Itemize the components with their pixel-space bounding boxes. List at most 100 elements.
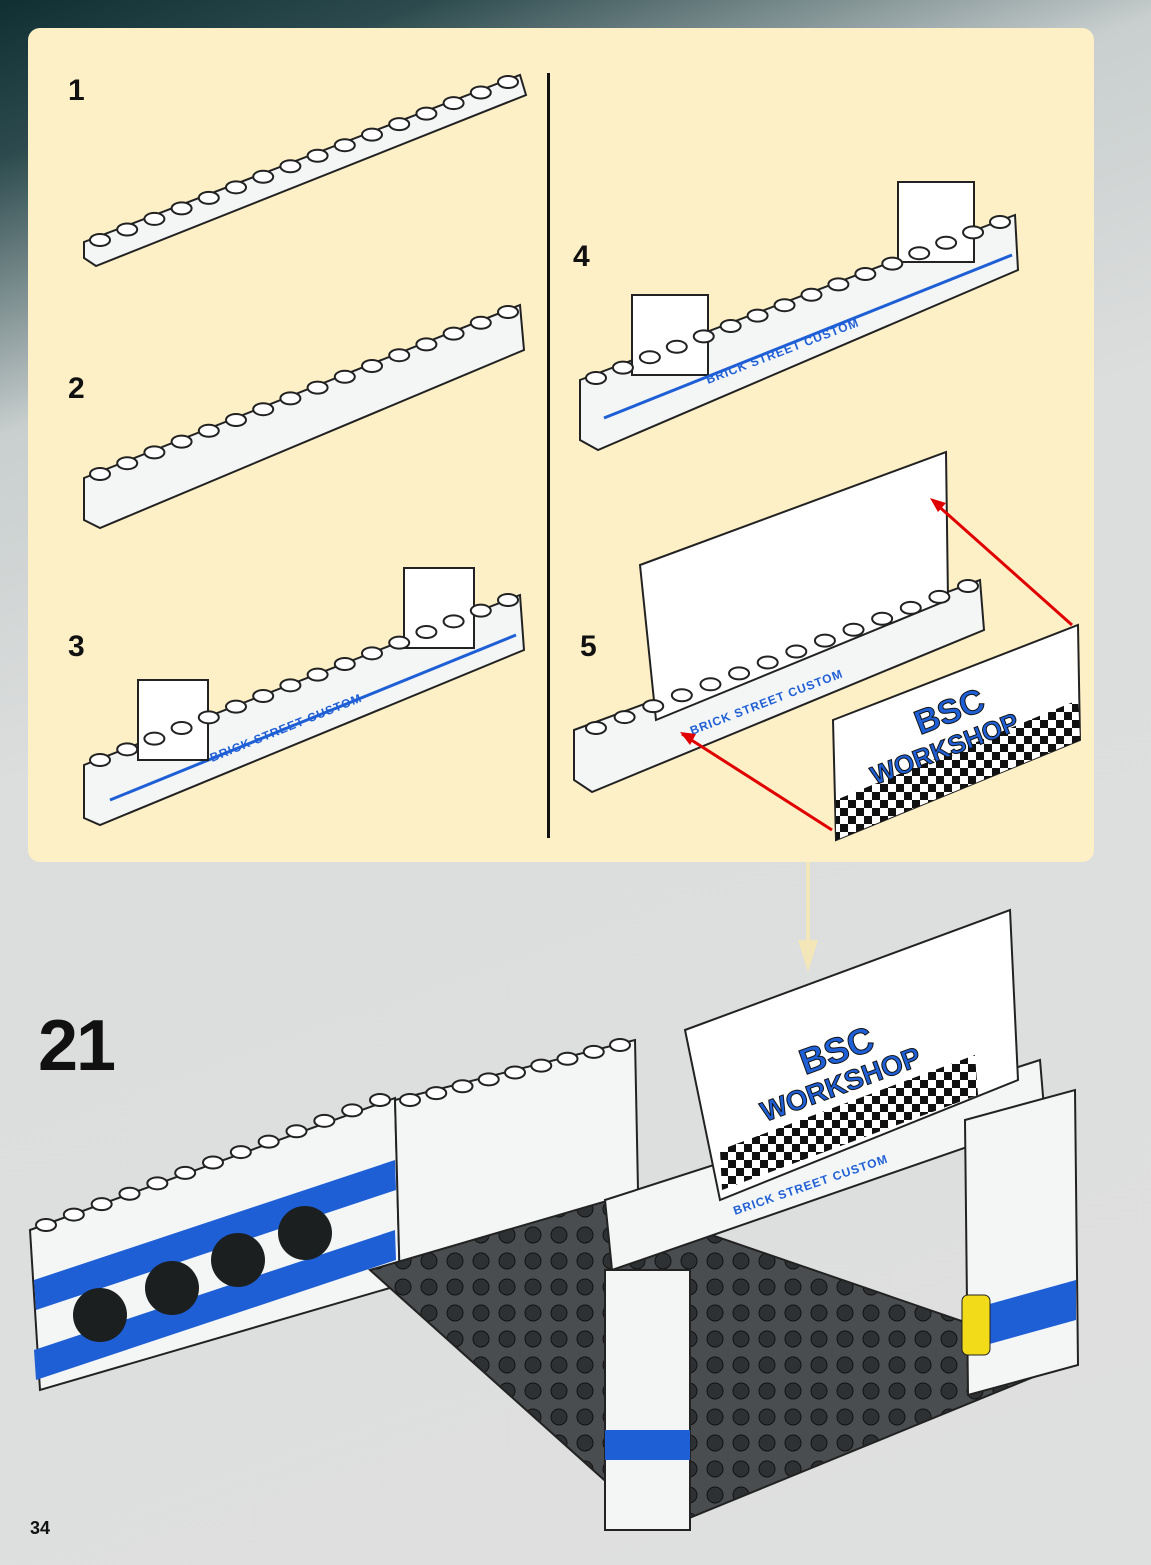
stud — [827, 277, 850, 292]
substep-number-3: 3 — [68, 630, 85, 663]
stud — [333, 138, 356, 153]
stud — [582, 1044, 605, 1059]
stud — [225, 699, 247, 714]
stud — [62, 1207, 85, 1222]
stud — [670, 688, 693, 703]
stud — [469, 85, 492, 100]
stud — [415, 337, 438, 352]
stud — [442, 614, 465, 629]
stud — [935, 235, 958, 250]
stud — [773, 298, 796, 313]
stud — [361, 359, 383, 373]
stud — [306, 667, 329, 682]
stud — [842, 622, 865, 637]
stud — [257, 1134, 280, 1149]
stud — [497, 305, 519, 319]
stud — [504, 1065, 526, 1080]
stud — [989, 215, 1011, 229]
stud — [585, 721, 607, 735]
stud — [442, 326, 465, 341]
stud — [699, 677, 722, 692]
stud — [252, 402, 275, 417]
stud — [369, 1093, 391, 1107]
stud — [116, 456, 139, 471]
stud — [35, 1218, 57, 1232]
stud — [756, 655, 779, 670]
stud — [638, 350, 661, 365]
stud — [313, 1113, 336, 1128]
stud — [962, 225, 985, 240]
stud — [225, 180, 247, 195]
callout-divider — [547, 73, 550, 838]
stud — [202, 1155, 224, 1170]
stud — [728, 666, 751, 681]
stud — [642, 699, 665, 714]
step4-assembly: BRICK STREET CUSTOM — [579, 181, 1020, 452]
stud — [229, 1145, 252, 1160]
stud — [613, 710, 636, 725]
main-step-arrow — [798, 862, 818, 972]
stud — [451, 1079, 474, 1094]
stud — [197, 710, 220, 725]
stud — [719, 319, 742, 333]
stud — [146, 1176, 169, 1191]
stud — [881, 256, 904, 271]
stud — [854, 267, 877, 281]
stud — [530, 1058, 553, 1073]
main-model-workshop: BRICK STREET CUSTOM BSC WORKSHOP — [28, 908, 1080, 1532]
stud — [252, 169, 275, 184]
stud — [399, 1093, 421, 1107]
stud — [252, 689, 275, 703]
stud — [170, 434, 193, 449]
stud — [556, 1051, 579, 1066]
stud — [415, 106, 438, 121]
stud — [388, 117, 411, 132]
stud — [361, 646, 383, 661]
stud — [785, 644, 808, 659]
stud — [899, 600, 922, 615]
callout-arrow — [934, 501, 1073, 627]
stud — [497, 75, 519, 89]
stud — [143, 211, 166, 226]
stud — [611, 360, 634, 375]
substep-number-5: 5 — [580, 630, 597, 663]
stud — [469, 315, 492, 330]
stud — [333, 657, 356, 671]
stud — [609, 1038, 631, 1052]
stud — [285, 1124, 308, 1139]
stud — [957, 579, 979, 593]
substep-number-4: 4 — [573, 240, 590, 273]
stud — [143, 731, 166, 746]
stud — [361, 127, 383, 142]
stud — [170, 721, 193, 735]
stud — [306, 148, 329, 163]
stud — [928, 589, 951, 604]
stud — [197, 423, 220, 438]
stud — [279, 678, 302, 693]
stud — [415, 625, 438, 639]
stud — [170, 201, 193, 216]
stud — [197, 190, 220, 205]
stud — [333, 369, 356, 384]
step3-assembly: BRICK STREET CUSTOM — [83, 567, 526, 827]
substep-number-1: 1 — [68, 74, 85, 107]
stud — [306, 380, 329, 395]
step5-assembly: BRICK STREET CUSTOM BSC WORKSHOP — [573, 450, 1082, 842]
stud — [143, 445, 166, 460]
stud — [871, 611, 894, 626]
callout-arrow — [681, 732, 833, 832]
stud — [692, 329, 715, 344]
stud — [665, 339, 688, 354]
stud — [279, 159, 302, 174]
stud — [388, 348, 411, 363]
stud — [585, 371, 607, 385]
stud — [89, 753, 111, 767]
stud — [118, 1186, 141, 1201]
page-number: 34 — [30, 1518, 51, 1538]
stud — [174, 1165, 197, 1180]
stud — [90, 1197, 113, 1212]
stud — [425, 1086, 448, 1101]
stud — [442, 96, 465, 111]
stud — [89, 467, 111, 481]
